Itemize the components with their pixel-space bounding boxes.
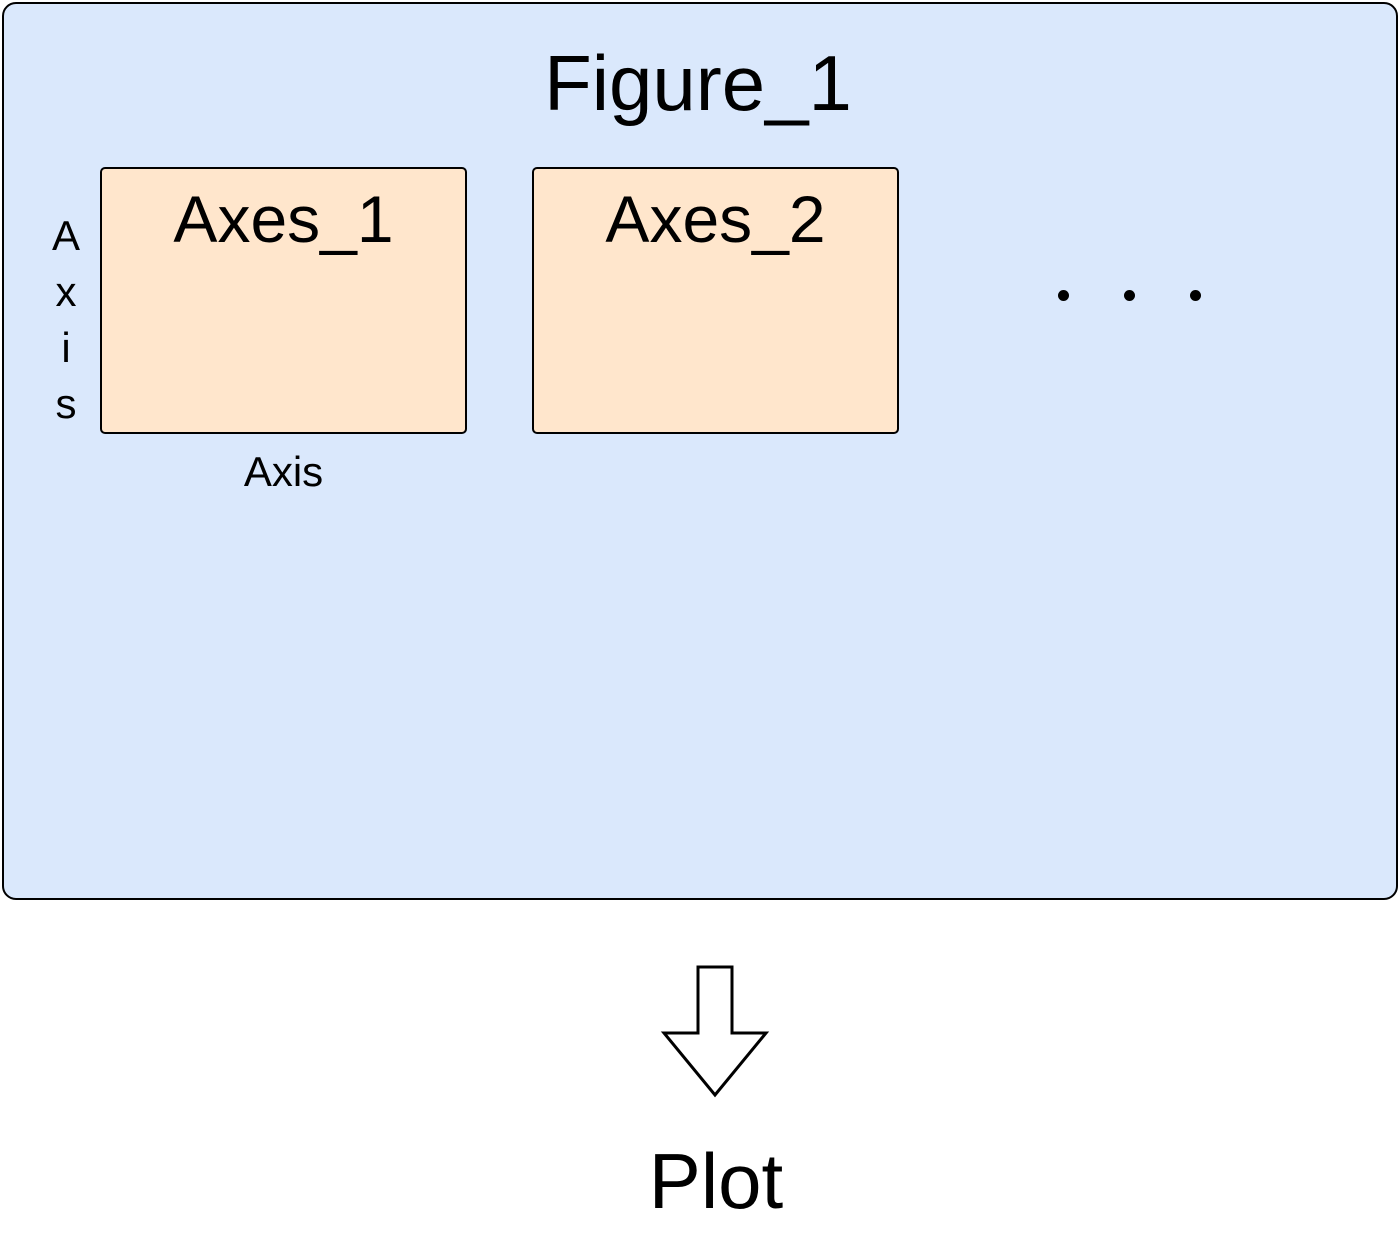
figure-container: [2, 2, 1398, 900]
axes-2-box: Axes_2: [532, 167, 899, 434]
axes-1-box: Axes_1: [100, 167, 467, 434]
axes-1-title: Axes_1: [173, 182, 394, 256]
axis-vertical-letter: s: [55, 380, 77, 427]
axis-vertical-letter: x: [55, 268, 77, 315]
plot-label: Plot: [648, 1137, 784, 1225]
down-arrow-icon: [660, 965, 770, 1098]
ellipsis-dot: [1124, 290, 1135, 301]
axes-2-title: Axes_2: [605, 182, 826, 256]
axis-vertical-letter: i: [61, 324, 71, 371]
ellipsis-dot: [1190, 290, 1201, 301]
figure-title: Figure_1: [544, 39, 852, 127]
axis-vertical-letter: A: [51, 212, 80, 259]
axis-vertical-label: A x i s: [36, 208, 96, 432]
axis-horizontal-label: Axis: [243, 448, 324, 495]
ellipsis-dot: [1058, 290, 1069, 301]
